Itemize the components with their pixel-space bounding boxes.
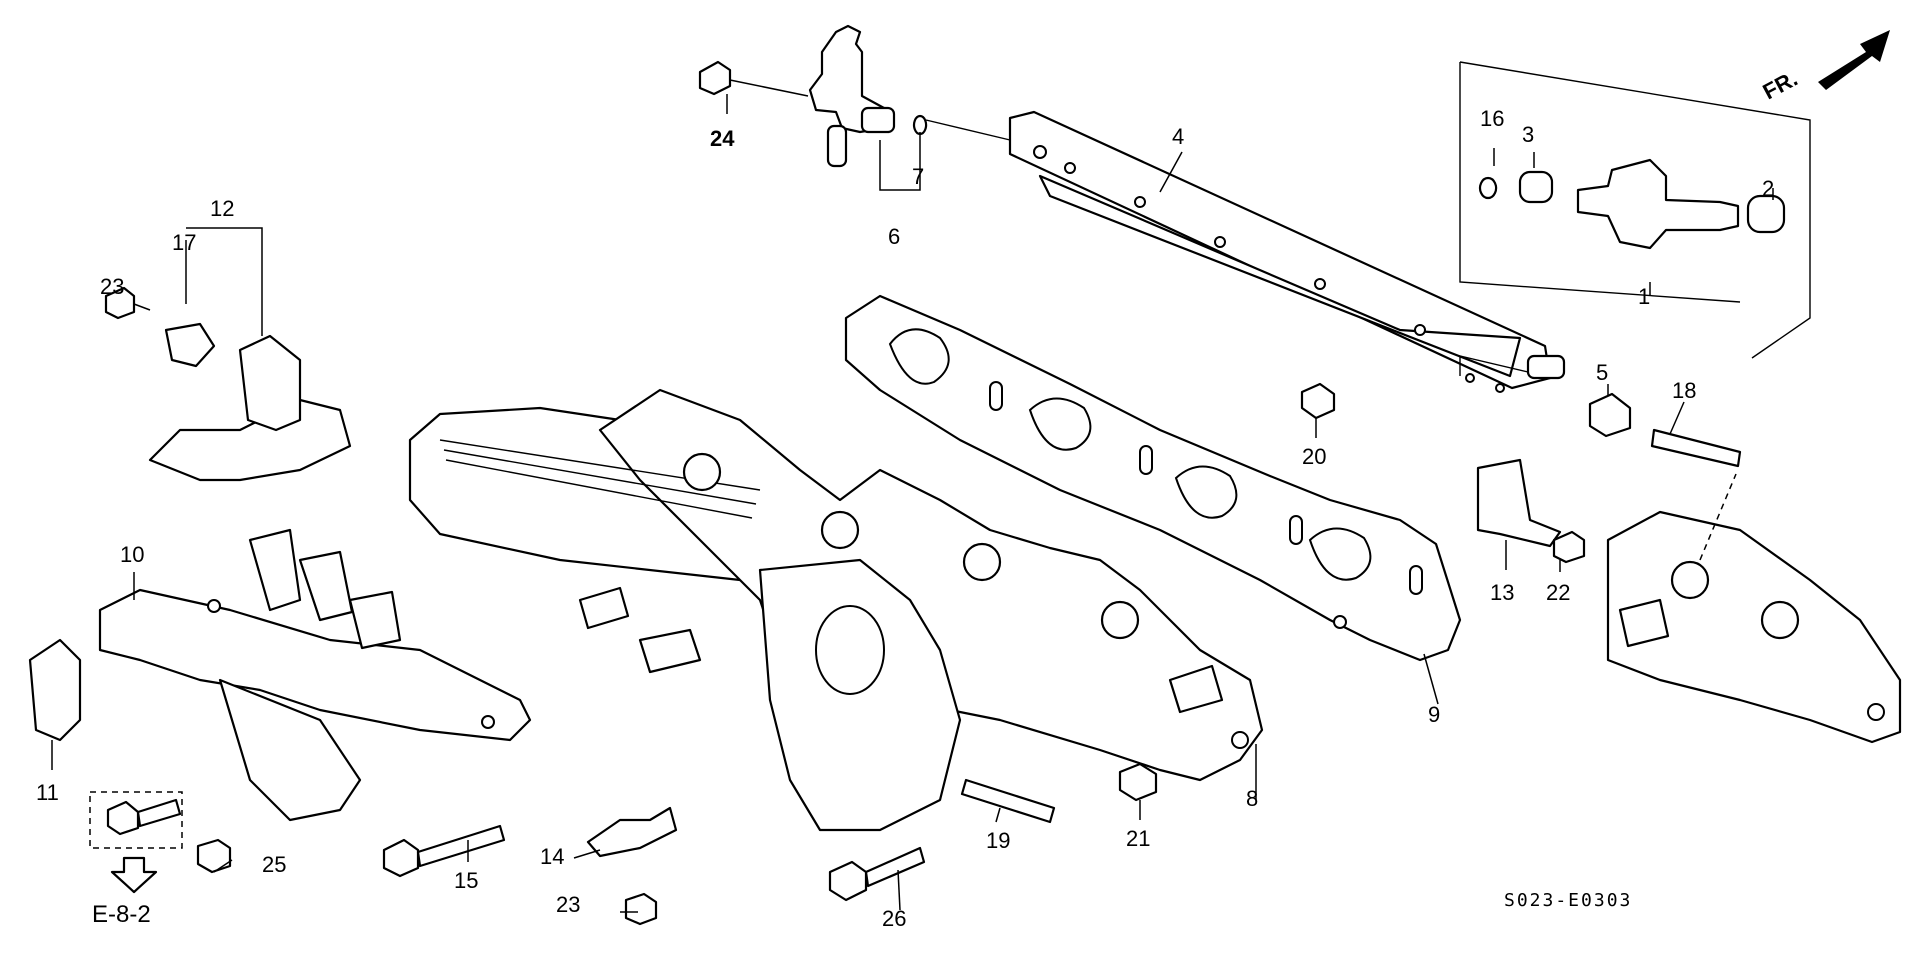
callout-1[interactable]: 1 <box>1638 284 1650 309</box>
callout-21[interactable]: 21 <box>1126 826 1150 851</box>
pressure-regulator <box>698 24 1011 168</box>
intake-manifold <box>408 388 1264 832</box>
nut-20 <box>1300 382 1336 420</box>
front-arrow-icon <box>1818 30 1890 90</box>
callout-16[interactable]: 16 <box>1480 106 1504 131</box>
callout-23-upper[interactable]: 23 <box>100 274 124 299</box>
bolt-26 <box>828 860 868 902</box>
fuel-rail <box>1008 110 1566 393</box>
callout-13[interactable]: 13 <box>1490 580 1514 605</box>
manifold-gasket <box>844 294 1462 662</box>
bolt-22 <box>1552 530 1586 564</box>
callout-7[interactable]: 7 <box>912 164 924 189</box>
cushion-5 <box>1588 392 1632 438</box>
reference-arrow-icon <box>110 856 158 894</box>
front-direction-label: FR. <box>1759 66 1802 105</box>
injector-cushion-ring <box>1746 194 1786 234</box>
callout-8[interactable]: 8 <box>1246 786 1258 811</box>
harness-bracket <box>28 528 532 822</box>
callout-18[interactable]: 18 <box>1672 378 1696 403</box>
nut-21 <box>1118 762 1158 802</box>
reference-link[interactable]: E-8-2 <box>92 901 151 928</box>
clip-17 <box>164 322 216 368</box>
regulator-o-ring <box>912 114 928 136</box>
fuel-injector <box>1576 158 1740 250</box>
leader-lines <box>51 94 1774 913</box>
bolt-23-lower <box>624 892 658 926</box>
stud-18 <box>1650 428 1742 468</box>
front-direction-indicator: FR. <box>1759 30 1890 104</box>
callout-11[interactable]: 11 <box>36 780 59 805</box>
callouts: 1 2 3 4 5 6 7 8 9 10 11 12 13 14 15 16 1… <box>36 106 1774 931</box>
diagram-code: S023-E0303 <box>1504 890 1632 911</box>
callout-3[interactable]: 3 <box>1522 122 1534 147</box>
fasteners <box>89 382 1742 926</box>
injector-o-ring <box>1478 176 1498 200</box>
callout-4[interactable]: 4 <box>1172 124 1184 149</box>
callout-6[interactable]: 6 <box>888 224 900 249</box>
callout-2[interactable]: 2 <box>1762 176 1774 201</box>
reference-bolt-box <box>89 791 183 849</box>
callout-24[interactable]: 24 <box>710 126 735 151</box>
bracket-13 <box>1476 458 1562 548</box>
callout-26[interactable]: 26 <box>882 906 906 931</box>
callout-17[interactable]: 17 <box>172 230 196 255</box>
bolt-15 <box>382 838 420 878</box>
bolt-23-upper <box>104 286 136 320</box>
injector-assembly <box>1459 61 1811 359</box>
callout-25[interactable]: 25 <box>262 852 286 877</box>
callout-10[interactable]: 10 <box>120 542 144 567</box>
callout-22[interactable]: 22 <box>1546 580 1570 605</box>
callout-14[interactable]: 14 <box>540 844 564 869</box>
callout-19[interactable]: 19 <box>986 828 1010 853</box>
injector-seal-ring <box>1518 170 1554 204</box>
bracket-14 <box>586 806 678 858</box>
callout-5[interactable]: 5 <box>1596 360 1608 385</box>
callout-20[interactable]: 20 <box>1302 444 1326 469</box>
callout-9[interactable]: 9 <box>1428 702 1440 727</box>
callout-15[interactable]: 15 <box>454 868 478 893</box>
stud-19 <box>960 778 1056 824</box>
callout-23-lower[interactable]: 23 <box>556 892 580 917</box>
sensor-bracket <box>104 286 352 482</box>
cylinder-head-partial <box>1606 473 1902 744</box>
regulator-bolt <box>698 60 732 96</box>
callout-12[interactable]: 12 <box>210 196 234 221</box>
bolt-25 <box>196 838 232 874</box>
